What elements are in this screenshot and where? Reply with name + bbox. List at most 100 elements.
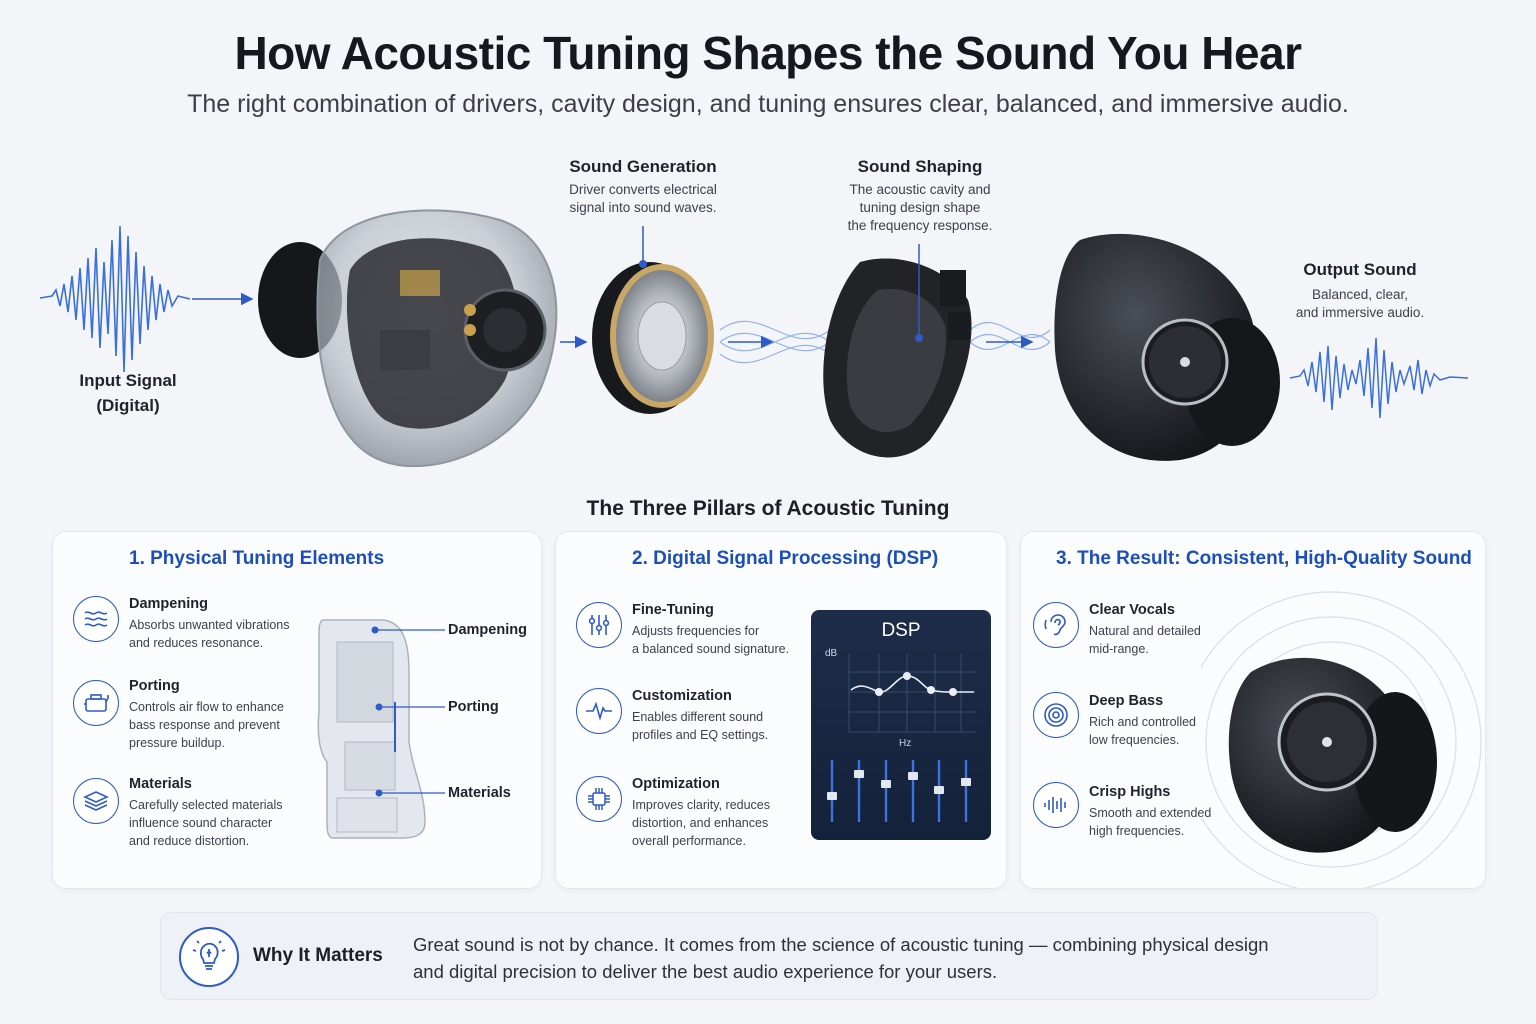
target-icon xyxy=(1033,692,1079,738)
item-title: Materials xyxy=(129,776,192,792)
chip-icon xyxy=(576,776,622,822)
desc-line: the frequency response. xyxy=(847,218,993,233)
physical-item-dampening: Dampening Absorbs unwanted vibrations an… xyxy=(129,596,319,652)
result-earbud-image xyxy=(1201,591,1482,888)
sound-shaping-callout: Sound Shaping The acoustic cavity and tu… xyxy=(820,157,1020,235)
item-desc: Rich and controlled low frequencies. xyxy=(1089,713,1259,749)
earbud-cross-section-image xyxy=(317,619,426,839)
sound-generation-title: Sound Generation xyxy=(569,157,717,176)
desc-line: and immersive audio. xyxy=(1295,305,1425,320)
dsp-equalizer-panel: DSP dB Hz xyxy=(811,610,991,840)
dsp-item-customization: Customization Enables different sound pr… xyxy=(632,688,802,744)
item-title: Porting xyxy=(129,678,180,694)
desc-line: Carefully selected materials xyxy=(129,798,283,812)
why-text-line: Great sound is not by chance. It comes f… xyxy=(413,934,1269,955)
output-waveform xyxy=(1289,337,1469,419)
physical-card-title: 1. Physical Tuning Elements xyxy=(129,548,385,569)
result-card: 3. The Result: Consistent, High-Quality … xyxy=(1020,531,1486,889)
why-it-matters-text: Great sound is not by chance. It comes f… xyxy=(413,931,1269,985)
input-signal-subtitle: (Digital) xyxy=(96,396,160,415)
callout-dampening: Dampening xyxy=(448,622,527,638)
desc-line: Balanced, clear, xyxy=(1311,287,1409,302)
result-item-clear-vocals: Clear Vocals Natural and detailed mid-ra… xyxy=(1089,602,1259,658)
item-desc: Absorbs unwanted vibrations and reduces … xyxy=(129,616,319,652)
desc-line: and reduce distortion. xyxy=(129,834,250,848)
item-title: Fine-Tuning xyxy=(632,602,714,618)
desc-line: Absorbs unwanted vibrations xyxy=(129,618,290,632)
desc-line: Smooth and extended xyxy=(1089,806,1212,820)
item-title: Optimization xyxy=(632,776,720,792)
dsp-item-fine-tuning: Fine-Tuning Adjusts frequencies for a ba… xyxy=(632,602,802,658)
item-title: Clear Vocals xyxy=(1089,602,1175,618)
pulse-icon xyxy=(576,688,622,734)
desc-line: mid-range. xyxy=(1089,642,1149,656)
callout-lines xyxy=(371,626,445,797)
item-desc: Improves clarity, reduces distortion, an… xyxy=(632,796,802,850)
why-it-matters-box: Why It Matters Great sound is not by cha… xyxy=(160,912,1378,1000)
output-sound-title: Output Sound xyxy=(1303,260,1417,279)
desc-line: Rich and controlled xyxy=(1089,715,1197,729)
desc-line: Improves clarity, reduces xyxy=(632,798,771,812)
ear-icon xyxy=(1033,602,1079,648)
output-sound-desc: Balanced, clear, and immersive audio. xyxy=(1270,286,1450,322)
dsp-panel-title: DSP xyxy=(881,620,921,641)
lightbulb-icon xyxy=(179,927,239,987)
result-item-crisp-highs: Crisp Highs Smooth and extended high fre… xyxy=(1089,784,1259,840)
input-waveform xyxy=(39,225,191,373)
desc-line: distortion, and enhances xyxy=(632,816,769,830)
port-icon xyxy=(73,680,119,726)
desc-line: a balanced sound signature. xyxy=(632,642,790,656)
desc-line: Controls air flow to enhance xyxy=(129,700,284,714)
layers-icon xyxy=(73,778,119,824)
item-desc: Controls air flow to enhance bass respon… xyxy=(129,698,329,752)
desc-line: signal into sound waves. xyxy=(569,200,717,215)
page-title: How Acoustic Tuning Shapes the Sound You… xyxy=(234,27,1302,79)
desc-line: pressure buildup. xyxy=(129,736,225,750)
desc-line: profiles and EQ settings. xyxy=(632,728,769,742)
desc-line: overall performance. xyxy=(632,834,746,848)
physical-item-porting: Porting Controls air flow to enhance bas… xyxy=(129,678,329,752)
desc-line: Enables different sound xyxy=(632,710,764,724)
input-signal-label: Input Signal (Digital) xyxy=(48,368,208,418)
dsp-card-title: 2. Digital Signal Processing (DSP) xyxy=(632,548,939,569)
callout-materials: Materials xyxy=(448,785,511,801)
item-desc: Natural and detailed mid-range. xyxy=(1089,622,1259,658)
finished-earbud-image xyxy=(1054,233,1280,461)
item-desc: Smooth and extended high frequencies. xyxy=(1089,804,1259,840)
dsp-y-unit: dB xyxy=(825,648,838,659)
item-title: Dampening xyxy=(129,596,208,612)
sliders-icon xyxy=(576,602,622,648)
desc-line: tuning design shape xyxy=(859,200,981,215)
desc-line: Natural and detailed xyxy=(1089,624,1201,638)
sound-shaping-title: Sound Shaping xyxy=(857,157,983,176)
acoustic-cavity-image xyxy=(823,258,972,458)
sound-generation-callout: Sound Generation Driver converts electri… xyxy=(543,157,743,217)
physical-item-materials: Materials Carefully selected materials i… xyxy=(129,776,329,850)
physical-tuning-card: 1. Physical Tuning Elements Dampening Ab… xyxy=(52,531,542,889)
desc-line: bass response and prevent xyxy=(129,718,280,732)
driver-image xyxy=(592,262,714,414)
desc-line: and reduces resonance. xyxy=(129,636,264,650)
dsp-x-unit: Hz xyxy=(899,738,912,749)
why-text-line: and digital precision to deliver the bes… xyxy=(413,961,998,982)
desc-line: high frequencies. xyxy=(1089,824,1185,838)
result-item-deep-bass: Deep Bass Rich and controlled low freque… xyxy=(1089,693,1259,749)
item-desc: Adjusts frequencies for a balanced sound… xyxy=(632,622,802,658)
callout-porting: Porting xyxy=(448,699,499,715)
desc-line: influence sound character xyxy=(129,816,273,830)
desc-line: Adjusts frequencies for xyxy=(632,624,760,638)
page-subtitle: The right combination of drivers, cavity… xyxy=(187,90,1349,118)
transparent-earbud-image xyxy=(258,209,558,468)
dsp-card: 2. Digital Signal Processing (DSP) Fine-… xyxy=(555,531,1007,889)
sound-shaping-desc: The acoustic cavity and tuning design sh… xyxy=(820,181,1020,235)
dsp-eq-graphic xyxy=(827,654,976,822)
desc-line: The acoustic cavity and xyxy=(849,182,991,197)
waves-icon xyxy=(73,596,119,642)
acoustic-flow-illustration xyxy=(39,209,1469,468)
desc-line: low frequencies. xyxy=(1089,733,1180,747)
item-title: Deep Bass xyxy=(1089,693,1164,709)
input-signal-title: Input Signal xyxy=(79,371,177,390)
result-card-title: 3. The Result: Consistent, High-Quality … xyxy=(1056,548,1472,569)
why-it-matters-label: Why It Matters xyxy=(253,945,383,966)
soundwave-icon xyxy=(1033,782,1079,828)
